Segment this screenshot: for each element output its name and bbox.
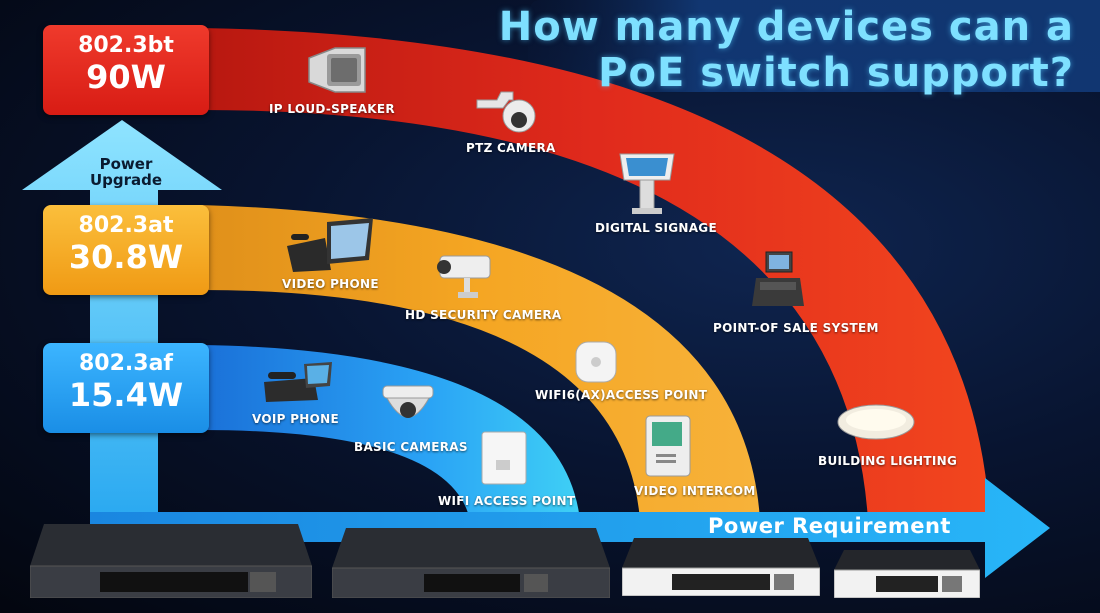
label-hd-security-camera: HD SECURITY CAMERA <box>405 308 562 322</box>
badge-standard: 802.3at <box>78 213 174 238</box>
ceiling-ap-icon <box>575 341 617 383</box>
bullet-camera-icon <box>437 255 491 298</box>
badge-standard: 802.3bt <box>78 33 174 58</box>
video-intercom-icon <box>645 415 691 477</box>
badge-standard: 802.3af <box>78 351 173 376</box>
pos-terminal-icon <box>752 251 804 306</box>
ceiling-light-icon <box>837 404 915 440</box>
badge-802-3bt: 802.3bt 90W <box>43 25 209 115</box>
label-ptz-camera: PTZ CAMERA <box>466 141 556 155</box>
label-video-phone: VIDEO PHONE <box>282 277 379 291</box>
title-line-2: PoE switch support? <box>598 50 1074 96</box>
arc-at <box>200 205 760 520</box>
label-video-intercom: VIDEO INTERCOM <box>634 484 756 498</box>
arc-bt <box>200 28 990 520</box>
badge-802-3at: 802.3at 30.8W <box>43 205 209 295</box>
poe-switch-icon <box>834 550 980 598</box>
video-phone-icon <box>287 218 373 272</box>
label-wifi-access-point: WIFI ACCESS POINT <box>438 494 576 508</box>
power-upgrade-arrow <box>22 120 222 530</box>
badge-power: 15.4W <box>68 376 184 414</box>
label-pos-system: POINT-OF SALE SYSTEM <box>713 321 879 335</box>
label-ip-loudspeaker: IP LOUD-SPEAKER <box>269 102 395 116</box>
poe-switch-icon <box>332 528 610 598</box>
poe-switch-icon <box>622 538 820 596</box>
ptz-camera-icon <box>476 91 536 133</box>
digital-signage-icon <box>619 153 675 214</box>
badge-power: 30.8W <box>68 238 184 276</box>
voip-phone-icon <box>264 362 332 402</box>
power-upgrade-label: Power Upgrade <box>89 155 163 189</box>
wall-ap-icon <box>481 431 527 485</box>
page-title: How many devices can a PoE switch suppor… <box>499 4 1074 96</box>
label-basic-cameras: BASIC CAMERAS <box>354 440 468 454</box>
label-digital-signage: DIGITAL SIGNAGE <box>595 221 717 235</box>
title-backdrop <box>528 0 1100 92</box>
badge-802-3af: 802.3af 15.4W <box>43 343 209 433</box>
loudspeaker-icon <box>308 47 366 93</box>
power-requirement-label: Power Requirement <box>708 514 951 538</box>
poe-switch-icon <box>30 524 312 598</box>
title-line-1: How many devices can a <box>498 4 1074 50</box>
dome-camera-icon <box>382 385 434 418</box>
label-voip-phone: VOIP PHONE <box>252 412 339 426</box>
label-building-lighting: BUILDING LIGHTING <box>818 454 958 468</box>
label-wifi6-access-point: WIFI6(AX)ACCESS POINT <box>535 388 708 402</box>
badge-power: 90W <box>86 58 166 96</box>
